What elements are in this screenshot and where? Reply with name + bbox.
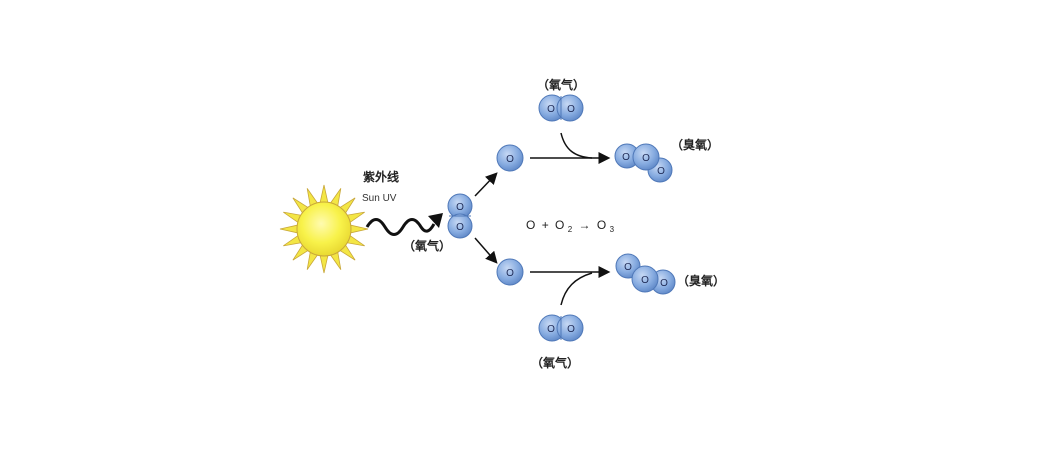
oxygen-label-bottom: （氧气） — [531, 355, 579, 370]
reaction-equation: O + O 2 → O 3 — [526, 218, 615, 235]
atom-label: O — [641, 275, 649, 286]
ozone-molecule-bottom: O O O — [615, 253, 676, 295]
uv-label-cn: 紫外线 — [363, 169, 399, 184]
sun-ray — [319, 184, 329, 204]
uv-label-en: Sun UV — [362, 193, 397, 204]
atom-label: O — [456, 202, 464, 213]
atom-label: O — [567, 324, 575, 335]
oxygen-molecule-top: O O — [538, 94, 584, 122]
sun-ray — [349, 224, 369, 234]
atom-label: O — [506, 154, 514, 165]
atom-label: O — [657, 166, 665, 177]
atom-label: O — [456, 222, 464, 233]
oxygen-molecule-bottom: O O — [538, 314, 584, 342]
ozone-molecule-top: O O O — [614, 143, 673, 183]
atom-label: O — [660, 278, 668, 289]
uv-arrowhead — [428, 213, 443, 228]
eq-o2-sub: 2 — [568, 225, 573, 234]
oxygen-label-top: （氧气） — [537, 77, 585, 92]
oxygen-atom-bottom: O — [496, 258, 524, 286]
oxygen-atom — [496, 258, 524, 286]
oxygen-atom — [496, 144, 524, 172]
eq-o3-sub: 3 — [610, 225, 615, 234]
sun-icon — [279, 184, 369, 274]
atom-label: O — [624, 262, 632, 273]
arrow-bottom-curve — [560, 272, 593, 306]
arrow-top-curve — [560, 132, 593, 159]
oxygen-atom — [631, 265, 659, 293]
svg-text:O + O 2: O + O 2 → O 3 — [526, 218, 615, 235]
sun-ray — [319, 254, 329, 274]
arrow-split-up — [474, 172, 498, 197]
oxygen-atom — [556, 94, 584, 122]
oxygen-atom — [632, 143, 660, 171]
atom-label: O — [547, 324, 555, 335]
oxygen-atom — [447, 213, 473, 239]
uv-wave-arrow — [365, 218, 436, 236]
eq-o2-base: O — [555, 218, 564, 232]
oxygen-atom-top: O — [496, 144, 524, 172]
arrow-split-down — [474, 237, 498, 264]
eq-o: O — [526, 218, 535, 232]
atom-label: O — [622, 152, 630, 163]
atom-label: O — [642, 153, 650, 164]
atom-label: O — [567, 104, 575, 115]
eq-o3-base: O — [597, 218, 606, 232]
eq-plus: + — [542, 218, 549, 232]
eq-arrow: → — [579, 218, 591, 232]
ozone-label-top: （臭氧） — [671, 137, 719, 152]
atom-label: O — [506, 268, 514, 279]
ozone-label-bottom: （臭氧） — [677, 273, 725, 288]
oxygen-molecule-left: O O — [447, 193, 473, 239]
sun-core — [296, 201, 352, 257]
oxygen-label-left: （氧气） — [403, 238, 451, 253]
atom-label: O — [547, 104, 555, 115]
oxygen-atom — [556, 314, 584, 342]
sun-ray — [279, 224, 299, 234]
